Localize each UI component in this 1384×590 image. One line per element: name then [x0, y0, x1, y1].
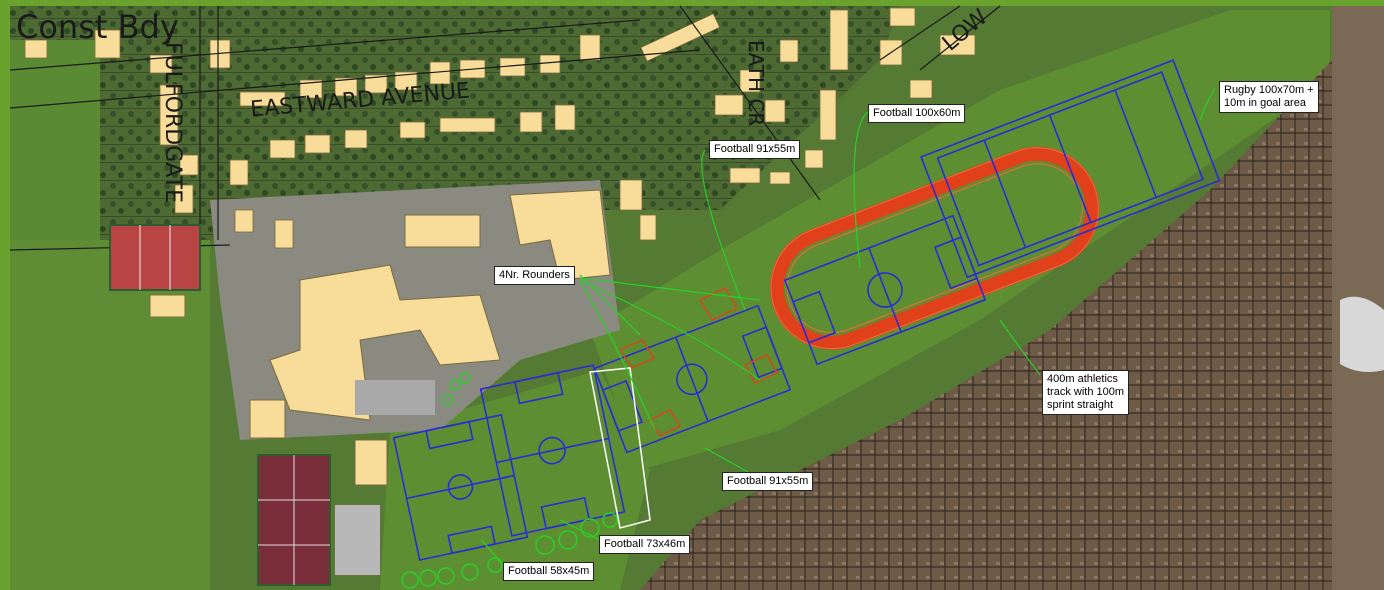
- grey-roof-south: [335, 505, 380, 575]
- grey-roof-building: [355, 380, 435, 415]
- callout-athletics: 400m athletics track with 100m sprint st…: [1042, 370, 1130, 415]
- rugby-pitch: [920, 59, 1221, 279]
- football-pitch-73x46: [479, 364, 626, 537]
- callout-leaders: [481, 87, 1216, 569]
- callout-football-91x55-bottom: Football 91x55m: [722, 472, 814, 491]
- pitch-outlines: [392, 59, 1221, 561]
- const-bdy-label: Const Bdy: [16, 8, 179, 46]
- callout-football-100x60: Football 100x60m: [868, 104, 966, 123]
- east-white-object: [1340, 296, 1384, 372]
- football-pitch-58x45: [392, 413, 529, 561]
- tennis-court-lines-north: [139, 225, 171, 290]
- eath-cr-label: EATH CR: [744, 40, 768, 127]
- school-buildings: [149, 189, 611, 576]
- west-field: [10, 240, 210, 590]
- tennis-court-lines-south: [258, 455, 330, 585]
- callout-football-73x46: Football 73x46m: [599, 535, 691, 554]
- white-path: [589, 367, 651, 529]
- tennis-courts-north: [109, 224, 201, 291]
- callout-football-58x45: Football 58x45m: [503, 562, 595, 581]
- callout-rounders: 4Nr. Rounders: [494, 266, 575, 285]
- callout-football-91x55-top: Football 91x55m: [709, 140, 801, 159]
- houses-north: [24, 7, 976, 249]
- callout-rugby: Rugby 100x70m + 10m in goal area: [1219, 81, 1319, 113]
- football-pitch-100x60: [783, 214, 987, 366]
- southeast-housing-estate: [640, 60, 1332, 590]
- fulfordgate-label: FULFORDGATE: [159, 42, 185, 203]
- running-track: [769, 146, 1100, 350]
- rounders-diamonds: [619, 287, 778, 437]
- main-sports-field: [590, 10, 1330, 470]
- northwest-field: [10, 40, 100, 240]
